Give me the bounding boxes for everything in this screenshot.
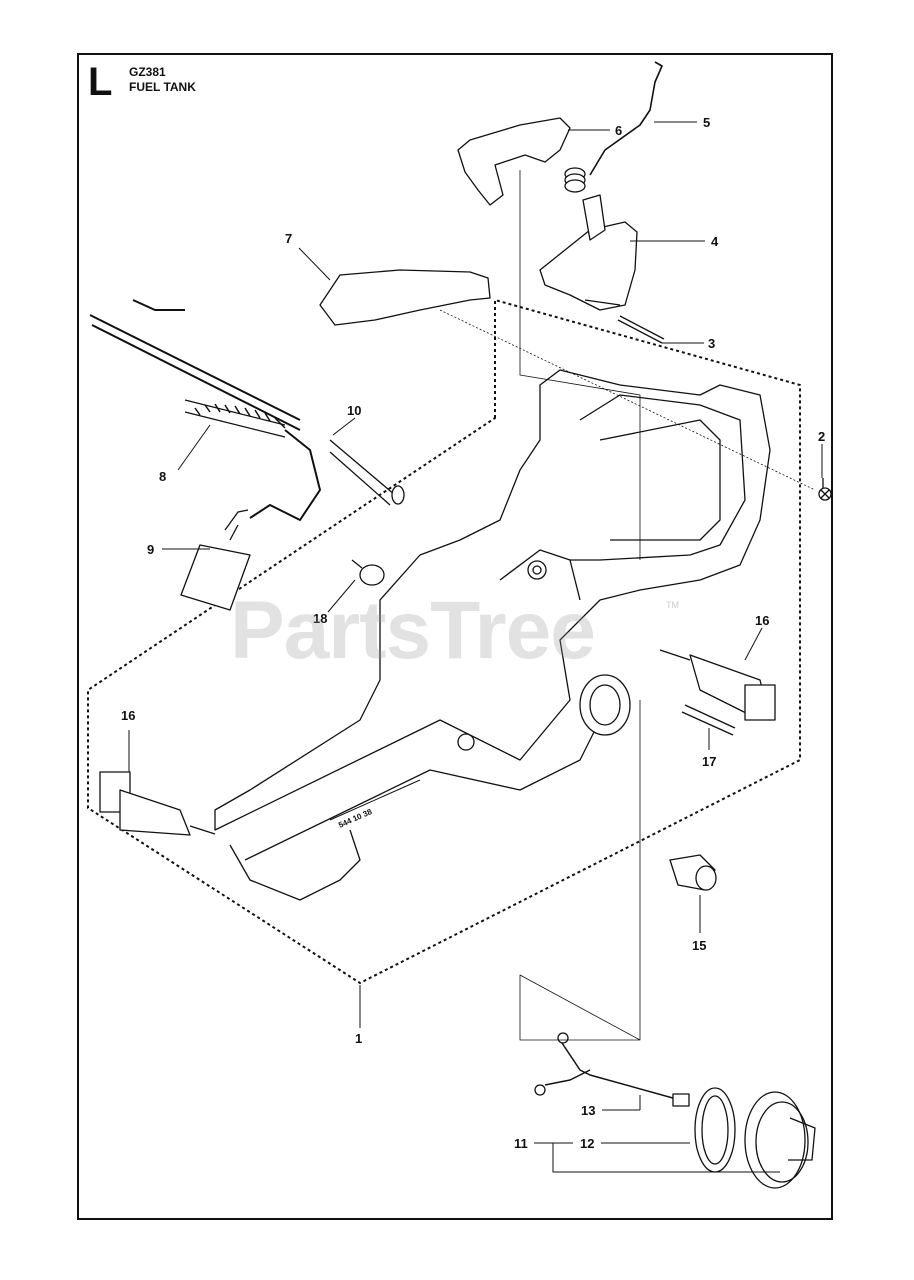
callout-1: 1: [355, 1031, 362, 1046]
section-letter: L: [88, 60, 113, 104]
callout-17: 17: [702, 754, 716, 769]
model-number: GZ381: [129, 65, 166, 79]
part-5-coil-spring: [564, 167, 586, 193]
part-13-fuel-pickup: [534, 1032, 690, 1107]
part-17-pin: [681, 704, 736, 736]
part-12-o-ring: [694, 1087, 736, 1173]
callout-11: 11: [514, 1136, 528, 1151]
part-7-throttle-trigger: [319, 269, 491, 326]
callout-13: 13: [581, 1103, 595, 1118]
part-4-trigger-bracket: [539, 194, 638, 311]
part-3-pin: [617, 315, 665, 344]
part-6-throttle-lockout: [457, 117, 571, 206]
part-11-fuel-cap: [744, 1091, 816, 1189]
callout-18: 18: [313, 611, 327, 626]
section-title: FUEL TANK: [129, 80, 196, 94]
callout-3: 3: [708, 336, 715, 351]
part-2-screw: [818, 478, 832, 501]
part-1-fuel-tank-body: [214, 369, 771, 901]
callout-2: 2: [818, 429, 825, 444]
part-16-av-spring-right: [659, 649, 776, 721]
callout-16-left: 16: [121, 708, 135, 723]
part-10-vent-hose: [89, 314, 405, 506]
diagram-frame: [77, 53, 833, 1220]
callout-labels: 1 2 3 4 5 6 7 8 9 10 11 12 13 15 16 16 1…: [121, 115, 825, 1151]
callout-16-right: 16: [755, 613, 769, 628]
part-9-fuel-filter: [180, 509, 251, 611]
part-stamp: 544 10 38: [337, 807, 374, 830]
watermark-trademark: TM: [666, 600, 679, 610]
callout-15: 15: [692, 938, 706, 953]
part-18-plug: [351, 559, 385, 586]
leader-lines: [128, 121, 823, 1173]
callout-9: 9: [147, 542, 154, 557]
part-16-av-spring-left: [99, 771, 216, 836]
callout-4: 4: [711, 234, 719, 249]
callout-8: 8: [159, 469, 166, 484]
callout-7: 7: [285, 231, 292, 246]
callout-10: 10: [347, 403, 361, 418]
watermark: PartsTree: [230, 585, 596, 676]
callout-12: 12: [580, 1136, 594, 1151]
assembly-outline: [87, 299, 801, 984]
part-8-fuel-hose: [132, 299, 321, 521]
part-15-bushing: [669, 854, 717, 891]
callout-6: 6: [615, 123, 622, 138]
callout-5: 5: [703, 115, 710, 130]
part-5-spring-wire: [589, 61, 663, 176]
